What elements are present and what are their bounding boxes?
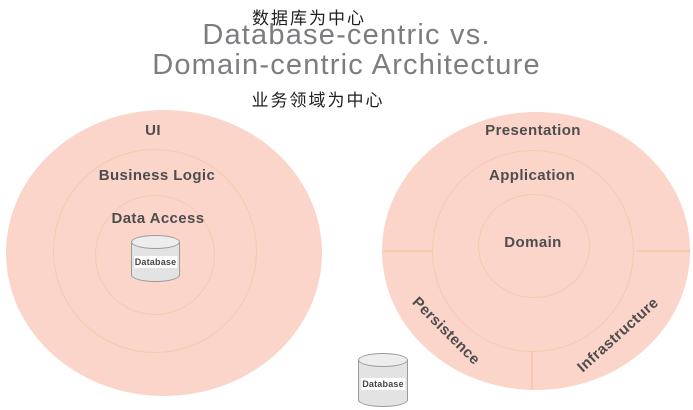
ring-domain	[478, 194, 590, 298]
label-business-logic: Business Logic	[98, 167, 216, 184]
outer-ring-divider-left	[383, 250, 432, 252]
cylinder-top-ellipse	[131, 235, 180, 249]
database-cylinder-icon: Database	[358, 353, 408, 407]
outer-ring-divider-right	[637, 250, 690, 252]
label-database-left: Database	[133, 256, 178, 269]
label-data-access: Data Access	[111, 210, 205, 227]
label-database-centric-cn: 数据库为中心	[252, 9, 366, 28]
title-line-1: Database-centric vs.	[202, 19, 491, 51]
cylinder-top-ellipse	[358, 353, 408, 367]
title-line-2: Domain-centric Architecture	[152, 49, 541, 81]
label-database-right: Database	[361, 378, 405, 391]
ring-application	[432, 150, 634, 352]
outer-ring-divider-bottom	[531, 352, 533, 390]
database-cylinder-icon: Database	[131, 235, 180, 282]
ring-data-access	[95, 195, 215, 315]
label-domain-centric-cn: 业务领域为中心	[251, 91, 385, 110]
page-title: Database-centric vs. Domain-centric Arch…	[0, 20, 693, 80]
label-presentation: Presentation	[485, 122, 581, 139]
ring-business-logic	[53, 149, 257, 353]
label-application: Application	[488, 167, 576, 184]
label-domain: Domain	[504, 234, 562, 251]
label-ui: UI	[145, 122, 161, 139]
